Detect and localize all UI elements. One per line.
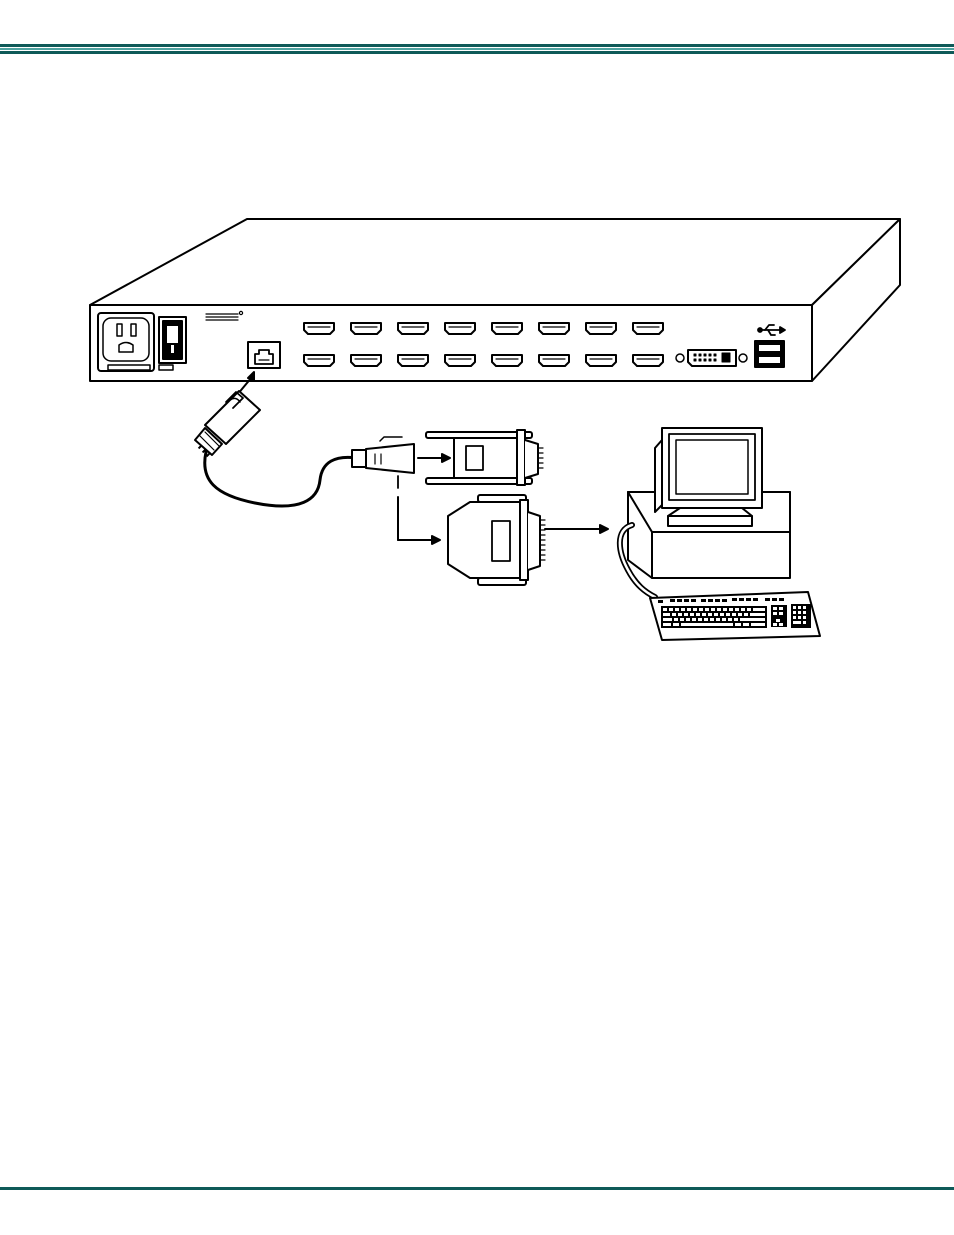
power-switch	[159, 317, 186, 370]
keyboard	[650, 592, 820, 640]
switch-front-panel	[90, 305, 812, 381]
db25-adapter	[448, 495, 545, 585]
serial-cable	[205, 452, 357, 506]
cable-end-plug	[352, 437, 414, 473]
switch-top-face	[90, 219, 900, 305]
rj45-plug	[195, 391, 260, 457]
usb-ports	[755, 341, 784, 367]
adapter-to-computer-arrow	[545, 525, 608, 533]
computer	[620, 428, 820, 640]
